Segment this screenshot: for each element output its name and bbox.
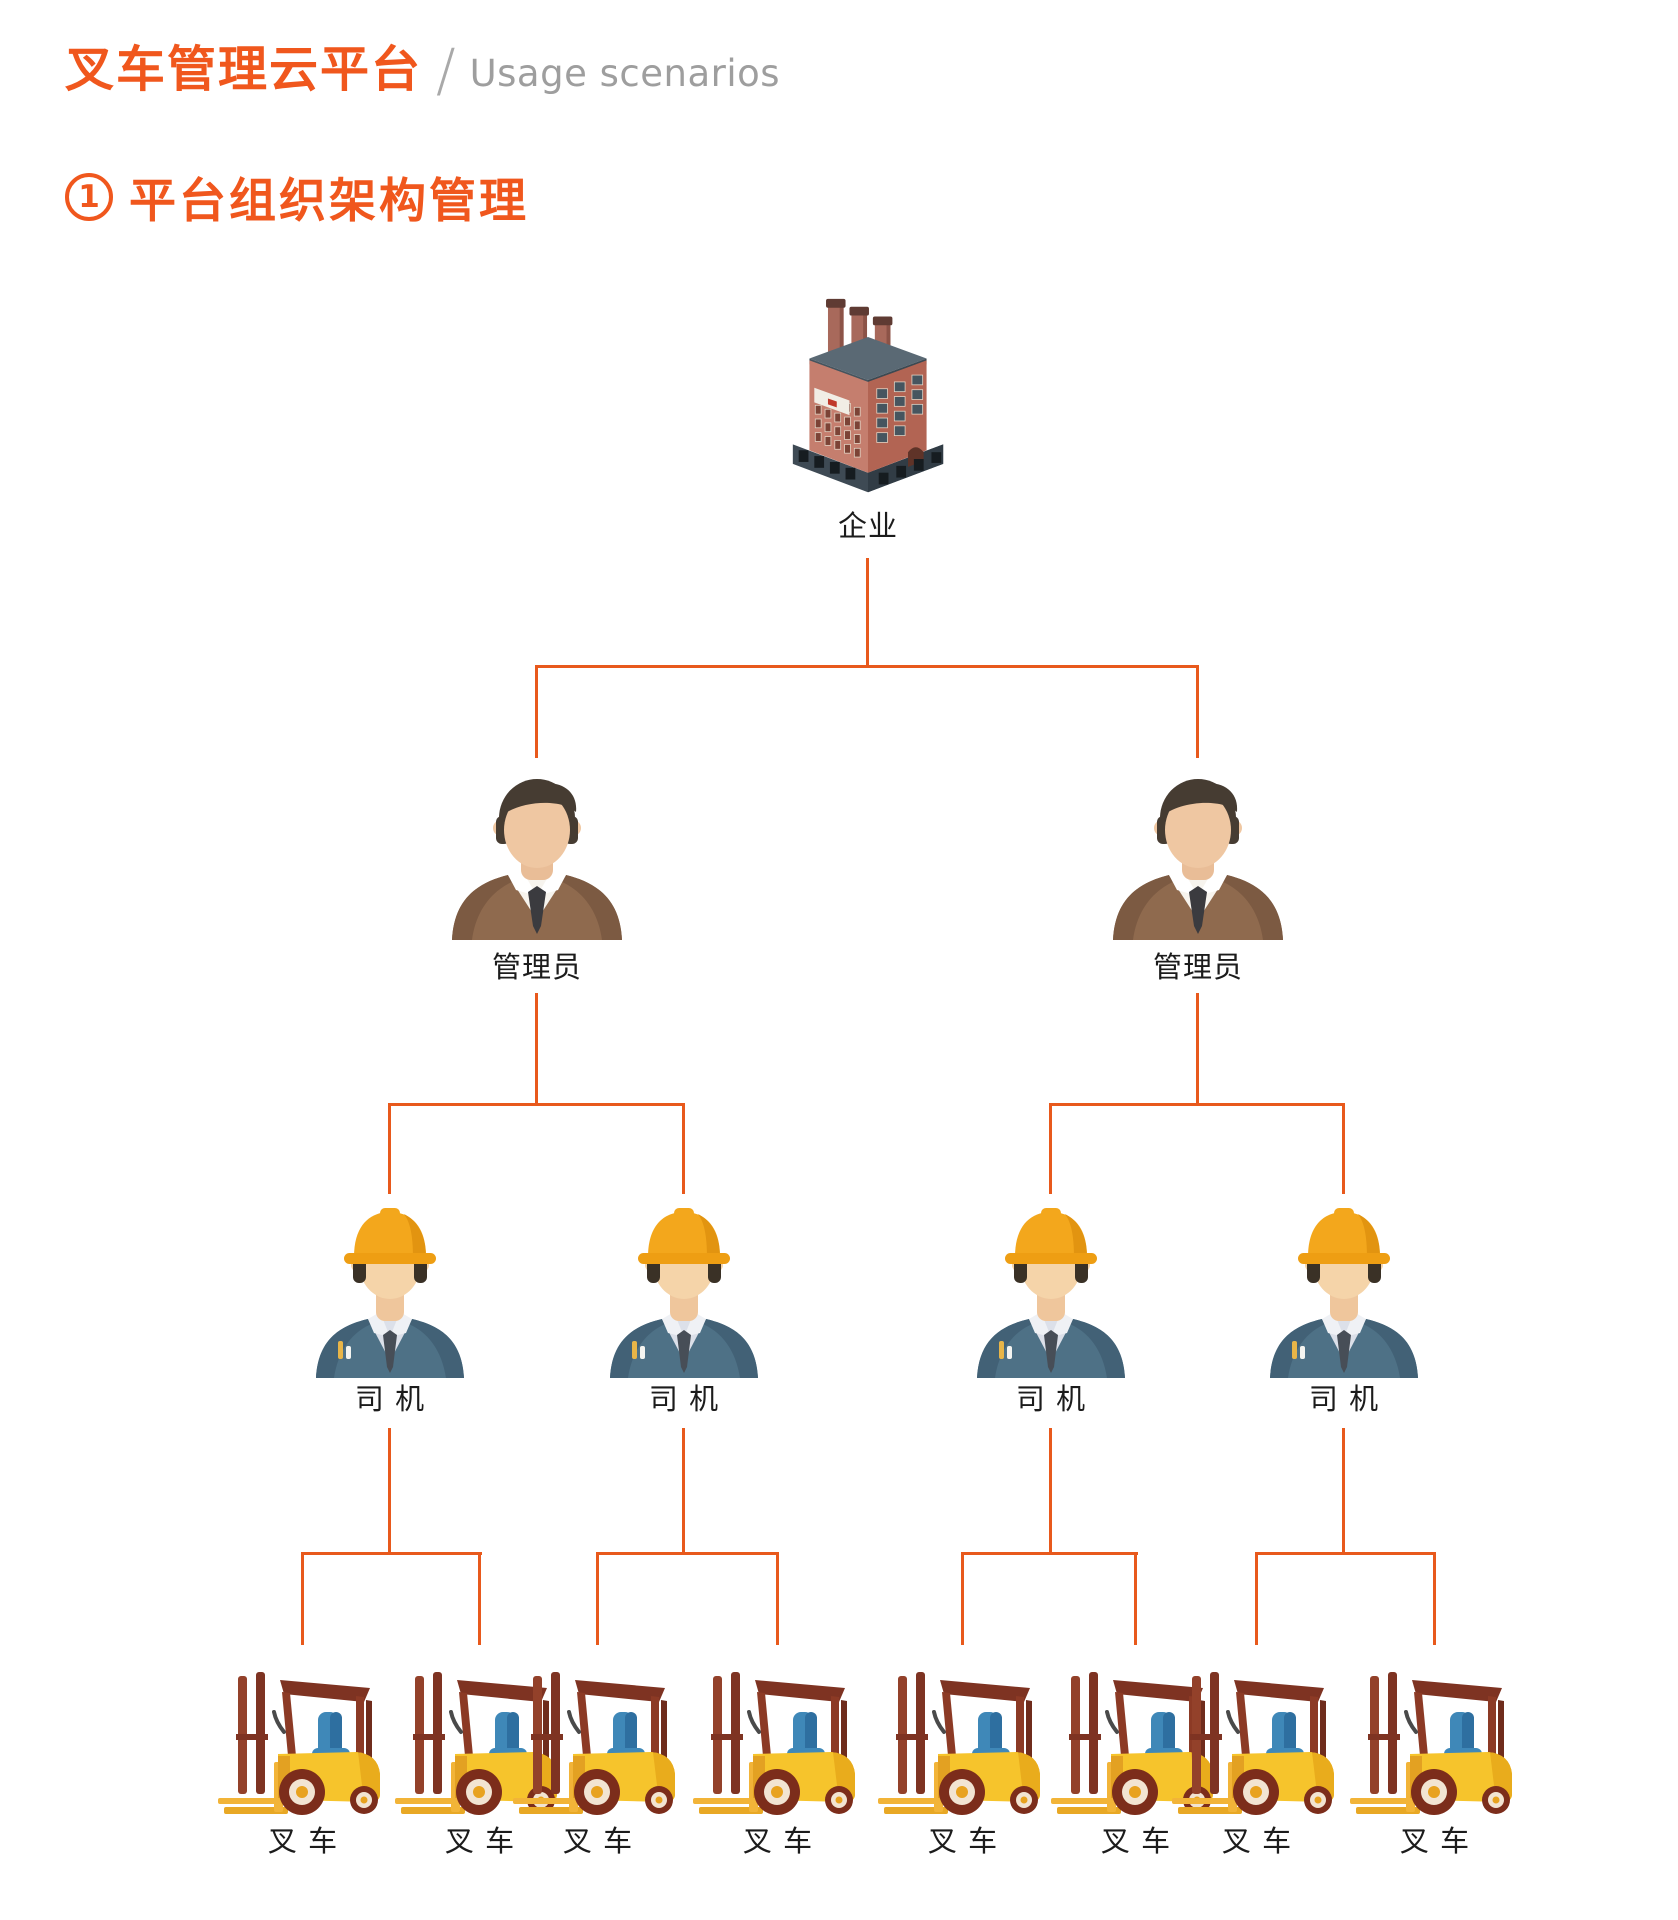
connector-l2-bar [1049,1103,1345,1106]
org-node-forklift-7: 叉 车 [1172,1670,1342,1856]
driver-label: 司 机 [648,1382,720,1416]
org-node-driver-4: 司 机 [1264,1203,1424,1414]
forklift-label: 叉 车 [444,1824,516,1858]
admin-icon [1103,768,1293,940]
title-separator: / [436,36,456,104]
forklift-label: 叉 车 [1399,1824,1471,1858]
org-node-admin-1: 管理员 [442,768,632,982]
driver-icon [971,1203,1131,1378]
forklift-label: 叉 车 [562,1824,634,1858]
connector-l2-drop [682,1103,685,1194]
connector-root-stem [866,558,869,668]
forklift-icon [513,1670,683,1818]
connector-l1-bar [535,665,1199,668]
page-subtitle: Usage scenarios [469,52,781,95]
org-node-forklift-4: 叉 车 [693,1670,863,1856]
connector-l2-drop [1049,1103,1052,1194]
connector-l3-bar [596,1552,779,1555]
forklift-icon [693,1670,863,1818]
connector-driver-stem [682,1428,685,1555]
connector-l3-drop [1134,1552,1137,1645]
org-node-forklift-6: 叉 车 [1051,1670,1221,1856]
forklift-label: 叉 车 [742,1824,814,1858]
forklift-icon [218,1670,388,1818]
page-header: 叉车管理云平台 / Usage scenarios [65,30,781,104]
connector-driver-stem [1342,1428,1345,1555]
connector-admin-stem [535,993,538,1106]
factory-icon [783,296,953,501]
org-node-forklift-3: 叉 车 [513,1670,683,1856]
driver-icon [604,1203,764,1378]
connector-l3-drop [1255,1552,1258,1645]
forklift-label: 叉 车 [1221,1824,1293,1858]
org-node-driver-3: 司 机 [971,1203,1131,1414]
driver-icon [1264,1203,1424,1378]
driver-label: 司 机 [354,1382,426,1416]
org-node-driver-1: 司 机 [310,1203,470,1414]
driver-label: 司 机 [1308,1382,1380,1416]
forklift-label: 叉 车 [927,1824,999,1858]
connector-l3-bar [301,1552,482,1555]
org-node-enterprise: 企业 [783,296,953,541]
org-node-driver-2: 司 机 [604,1203,764,1414]
connector-l2-drop [388,1103,391,1194]
connector-l3-drop [301,1552,304,1645]
admin-icon [442,768,632,940]
section-number-badge: 1 [65,172,113,221]
section-heading: 1 平台组织架构管理 [65,162,529,231]
org-node-forklift-5: 叉 车 [878,1670,1048,1856]
org-node-forklift-2: 叉 车 [395,1670,565,1856]
connector-l3-drop [1433,1552,1436,1645]
connector-l2-bar [388,1103,685,1106]
forklift-icon [878,1670,1048,1818]
page-title: 叉车管理云平台 [65,41,423,98]
connector-driver-stem [388,1428,391,1555]
connector-admin-stem [1196,993,1199,1106]
org-node-forklift-8: 叉 车 [1350,1670,1520,1856]
driver-icon [310,1203,470,1378]
forklift-label: 叉 车 [1100,1824,1172,1858]
connector-l3-drop [776,1552,779,1645]
forklift-icon [1350,1670,1520,1818]
connector-l3-bar [961,1552,1138,1555]
enterprise-label: 企业 [837,509,898,543]
forklift-label: 叉 车 [267,1824,339,1858]
org-node-admin-2: 管理员 [1103,768,1293,982]
connector-l2-drop [1342,1103,1345,1194]
org-node-forklift-1: 叉 车 [218,1670,388,1856]
connector-l1-drop [535,665,538,758]
admin-label: 管理员 [491,950,582,984]
driver-label: 司 机 [1015,1382,1087,1416]
connector-driver-stem [1049,1428,1052,1555]
admin-label: 管理员 [1152,950,1243,984]
forklift-icon [1172,1670,1342,1818]
connector-l1-drop [1196,665,1199,758]
connector-l3-drop [596,1552,599,1645]
connector-l3-drop [478,1552,481,1645]
connector-l3-drop [961,1552,964,1645]
section-title: 平台组织架构管理 [129,174,529,229]
connector-l3-bar [1255,1552,1436,1555]
